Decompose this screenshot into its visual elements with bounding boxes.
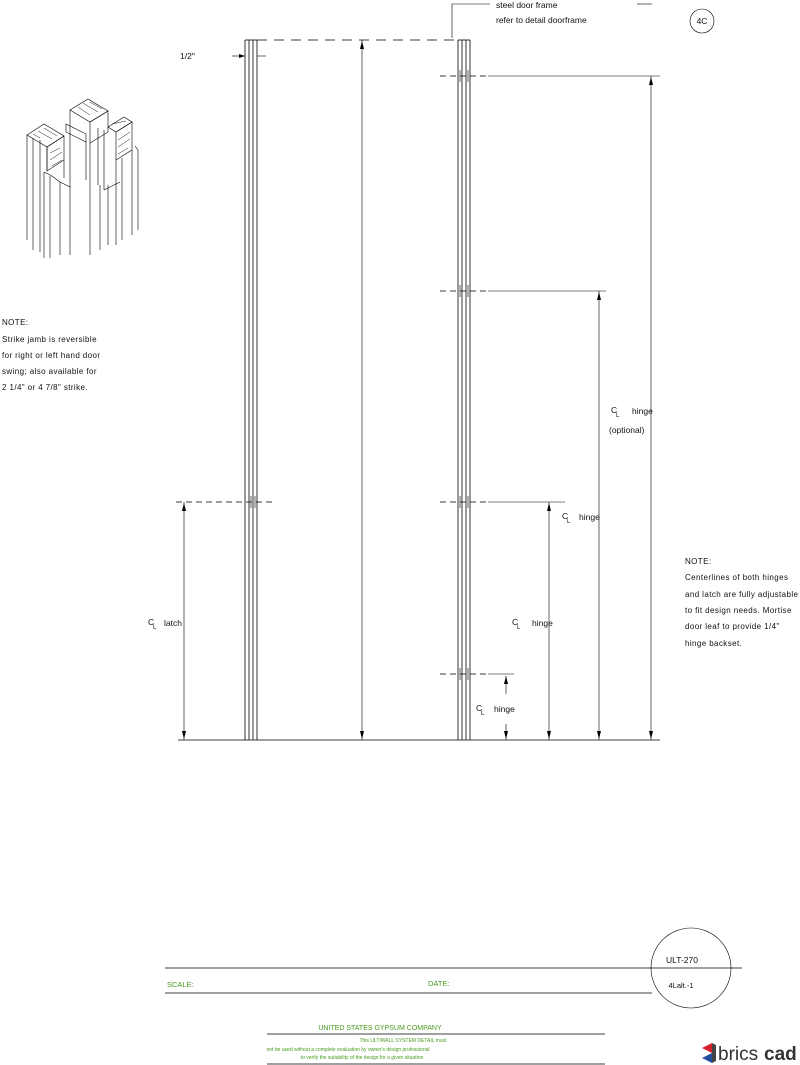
cl-subscript: L (153, 625, 157, 631)
title-block: SCALE: DATE: ULT-270 4Lalt.-1 UNITED STA… (165, 927, 742, 1065)
strike-jamb (232, 39, 266, 740)
left-note-line: Strike jamb is reversible (2, 335, 97, 344)
label-cl-hinge-bottom: C L hinge (476, 703, 515, 717)
cl-subscript: L (616, 413, 620, 419)
cl-subscript: L (517, 625, 521, 631)
detail-tag: 4C (697, 16, 708, 26)
logo-text-brics: brics (718, 1044, 758, 1065)
label-cl-hinge-upper: C L hinge (562, 511, 600, 525)
left-note-heading: NOTE: (2, 318, 28, 327)
scale-label: SCALE: (167, 980, 194, 989)
latch-label: latch (164, 618, 182, 628)
hinge-label: hinge (579, 512, 600, 522)
right-note-line: hinge backset. (685, 639, 742, 648)
cl-subscript: L (567, 519, 571, 525)
optional-label: (optional) (609, 425, 645, 435)
hinge-label: hinge (532, 618, 553, 628)
logo-mark-red (702, 1043, 712, 1053)
left-note-line: swing; also available for (2, 367, 97, 376)
cl-symbol: C (148, 617, 154, 627)
drawing-number-circle (650, 927, 732, 1009)
frame-callout-line2: refer to detail doorframe (496, 15, 587, 25)
disclaimer-line: This ULTIWALL SYSTEM DETAIL must (359, 1038, 447, 1044)
right-note-heading: NOTE: (685, 557, 711, 566)
right-note-line: Centerlines of both hinges (685, 573, 788, 582)
left-note-line: 2 1/4" or 4 7/8" strike. (2, 383, 88, 392)
company-name: UNITED STATES GYPSUM COMPANY (318, 1025, 442, 1032)
overall-height-dimension (360, 40, 364, 740)
frame-callout-line1: steel door frame (496, 0, 558, 10)
detail-tag-circle (689, 8, 715, 34)
cl-subscript: L (481, 711, 485, 717)
label-cl-latch: C L latch (148, 617, 182, 631)
label-cl-hinge-middle: C L hinge (512, 617, 553, 631)
date-label: DATE: (428, 979, 450, 988)
latch-mark (176, 496, 275, 508)
left-note: NOTE: Strike jamb is reversible for righ… (2, 318, 100, 392)
disclaimer-line: not be used without a complete evaluatio… (266, 1047, 429, 1053)
right-note-line: to fit design needs. Mortise (685, 606, 792, 615)
hinge-label: hinge (632, 406, 653, 416)
hinge-label: hinge (494, 704, 515, 714)
sheet-ref: 4Lalt.-1 (668, 981, 693, 990)
dim-half-inch: 1/2" (180, 51, 195, 61)
hinge-marks (440, 70, 488, 680)
drawing-number: ULT-270 (666, 955, 698, 965)
cl-symbol: C (476, 703, 482, 713)
right-note-line: door leaf to provide 1/4" (685, 622, 780, 631)
logo-mark-blue (702, 1053, 712, 1063)
bricscad-logo: brics cad (702, 1043, 797, 1065)
logo-text-cad: cad (764, 1044, 797, 1065)
frame-callout-leader (451, 3, 490, 38)
disclaimer-line: to verify the suitability of the design … (301, 1055, 424, 1061)
isometric-jamb-sketch (26, 98, 139, 258)
cl-symbol: C (562, 511, 568, 521)
right-note: NOTE: Centerlines of both hinges and lat… (685, 557, 799, 648)
logo-mark-dark (712, 1043, 716, 1063)
hinge-jamb (457, 39, 471, 740)
dimension-lines (182, 75, 660, 740)
cl-symbol: C (512, 617, 518, 627)
cl-symbol: C (611, 405, 617, 415)
left-note-line: for right or left hand door (2, 351, 100, 360)
label-cl-hinge-optional: C L hinge (optional) (609, 405, 653, 435)
right-note-line: and latch are fully adjustable (685, 590, 799, 599)
